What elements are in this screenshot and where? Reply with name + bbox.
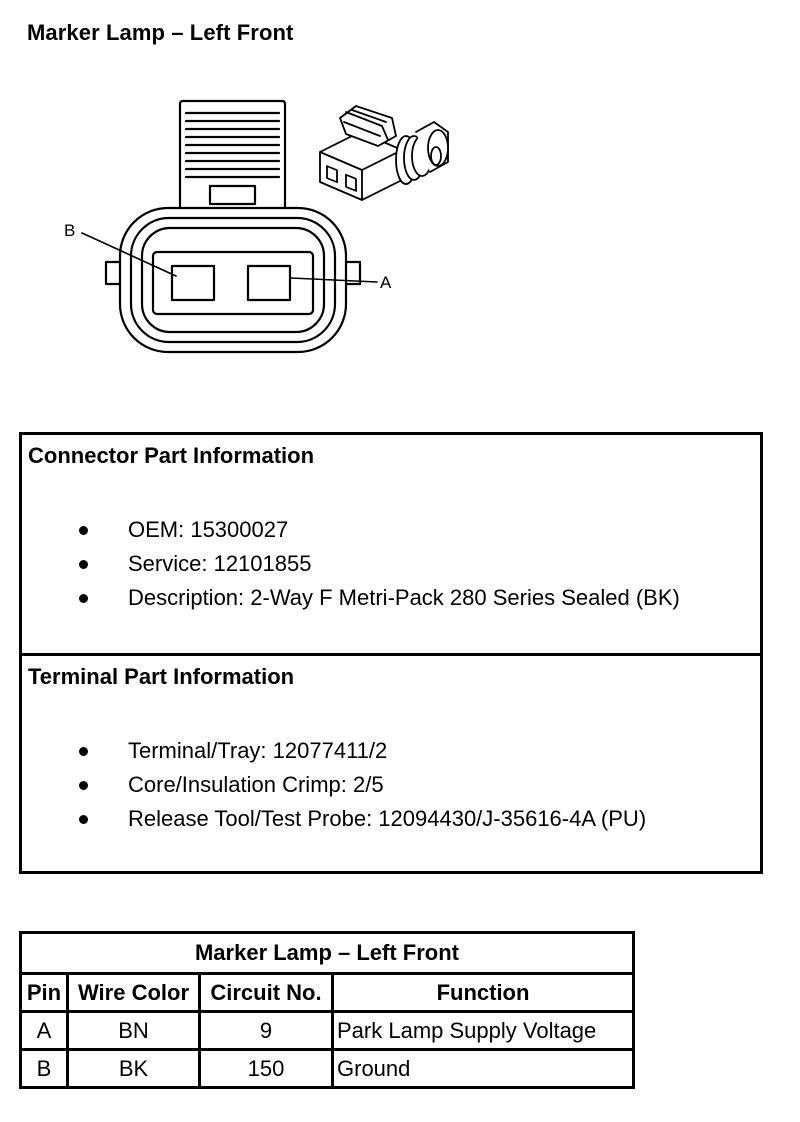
- list-item-text: Core/Insulation Crimp: 2/5: [128, 772, 384, 797]
- table-header-row: Pin Wire Color Circuit No. Function: [19, 972, 635, 1013]
- cell-pin: B: [19, 1048, 69, 1089]
- leader-line-a: [290, 277, 378, 283]
- part-info-box: Connector Part Information OEM: 15300027…: [19, 432, 763, 874]
- connector-part-info-heading: Connector Part Information: [28, 443, 315, 468]
- cell-pin: A: [19, 1010, 69, 1051]
- connector-part-info-section: Connector Part Information OEM: 15300027…: [22, 435, 760, 656]
- cell-circuit-no: 9: [198, 1010, 334, 1051]
- connector-latch: [178, 99, 287, 214]
- table-row: B BK 150 Ground: [19, 1048, 635, 1089]
- list-item-text: Terminal/Tray: 12077411/2: [128, 738, 388, 763]
- bullet-icon: [79, 747, 88, 756]
- terminal-cavity-a: [246, 264, 292, 302]
- pin-label-b: B: [64, 221, 75, 240]
- cell-wire-color: BK: [66, 1048, 201, 1089]
- list-item: Terminal/Tray: 12077411/2: [22, 734, 646, 768]
- list-item: OEM: 15300027: [22, 513, 680, 547]
- list-item: Core/Insulation Crimp: 2/5: [22, 768, 646, 802]
- pin-label-a: A: [380, 273, 392, 292]
- cell-wire-color: BN: [66, 1010, 201, 1051]
- bullet-icon: [79, 526, 88, 535]
- cell-function: Ground: [331, 1048, 635, 1089]
- list-item: Description: 2-Way F Metri-Pack 280 Seri…: [22, 581, 680, 615]
- page-title: Marker Lamp – Left Front: [27, 20, 294, 45]
- terminal-part-info-section: Terminal Part Information Terminal/Tray:…: [22, 656, 760, 871]
- bullet-icon: [79, 815, 88, 824]
- column-header-pin: Pin: [19, 972, 69, 1013]
- table-title: Marker Lamp – Left Front: [19, 931, 635, 975]
- bullet-icon: [79, 781, 88, 790]
- connector-part-info-list: OEM: 15300027 Service: 12101855 Descript…: [22, 513, 680, 615]
- terminal-part-info-list: Terminal/Tray: 12077411/2 Core/Insulatio…: [22, 734, 646, 836]
- list-item: Release Tool/Test Probe: 12094430/J-3561…: [22, 802, 646, 836]
- bullet-icon: [79, 560, 88, 569]
- list-item-text: OEM: 15300027: [128, 517, 289, 542]
- table-title-row: Marker Lamp – Left Front: [19, 931, 635, 975]
- terminal-cavity-b: [170, 264, 216, 302]
- cell-function: Park Lamp Supply Voltage: [331, 1010, 635, 1051]
- terminal-part-info-heading: Terminal Part Information: [28, 664, 295, 689]
- bullet-icon: [79, 594, 88, 603]
- cell-circuit-no: 150: [198, 1048, 334, 1089]
- column-header-wire-color: Wire Color: [66, 972, 201, 1013]
- list-item-text: Release Tool/Test Probe: 12094430/J-3561…: [128, 806, 647, 831]
- connector-diagram: B A: [64, 99, 449, 354]
- list-item-text: Service: 12101855: [128, 551, 312, 576]
- connector-isometric-view: [319, 105, 449, 201]
- list-item: Service: 12101855: [22, 547, 680, 581]
- pin-table: Marker Lamp – Left Front Pin Wire Color …: [19, 931, 635, 1089]
- column-header-circuit-no: Circuit No.: [198, 972, 334, 1013]
- column-header-function: Function: [331, 972, 635, 1013]
- list-item-text: Description: 2-Way F Metri-Pack 280 Seri…: [128, 585, 680, 610]
- table-row: A BN 9 Park Lamp Supply Voltage: [19, 1010, 635, 1051]
- leader-line-b: [81, 232, 177, 277]
